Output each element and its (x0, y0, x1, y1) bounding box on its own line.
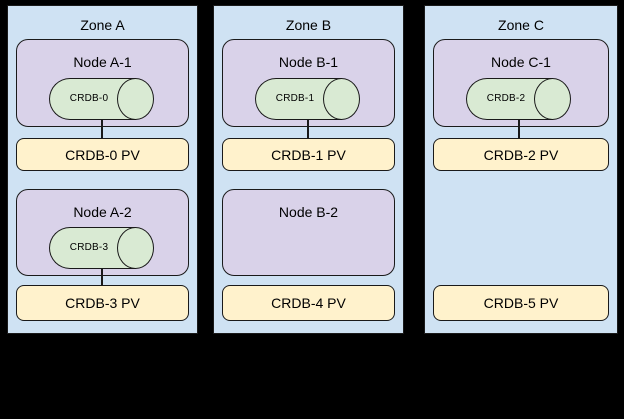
node-a-1-title: Node A-1 (73, 54, 132, 70)
node-b-2: Node B-2 (222, 189, 395, 276)
zone-a: Zone A Node A-1 CRDB-0 CRDB-0 PV Node A-… (7, 5, 198, 334)
crdb-1-pv-connector (307, 119, 309, 139)
crdb-3-label: CRDB-3 (69, 242, 109, 253)
crdb-2-cylinder: CRDB-2 (466, 78, 571, 120)
crdb-0-pv-connector (101, 119, 103, 139)
crdb-1-label: CRDB-1 (275, 93, 315, 104)
cylinder-cap (117, 78, 154, 120)
crdb-2-pv-label: CRDB-2 PV (483, 147, 559, 163)
crdb-4-pv-label: CRDB-4 PV (271, 295, 346, 311)
node-a-2-title: Node A-2 (73, 204, 132, 220)
node-c-1-title: Node C-1 (491, 54, 551, 70)
crdb-0-pv: CRDB-0 PV (16, 138, 189, 171)
zone-a-title: Zone A (80, 17, 125, 33)
cylinder-cap (323, 78, 360, 120)
crdb-0-label: CRDB-0 (69, 93, 109, 104)
node-b-2-title: Node B-2 (278, 204, 339, 220)
crdb-2-pv-connector (518, 119, 520, 139)
zone-c: Zone C Node C-1 CRDB-2 CRDB-2 PV CRDB-5 … (424, 5, 618, 334)
crdb-3-cylinder: CRDB-3 (49, 227, 154, 269)
cylinder-cap (117, 227, 154, 269)
crdb-3-pv-connector (101, 268, 103, 286)
cylinder-cap (534, 78, 571, 120)
crdb-3-pv-label: CRDB-3 PV (65, 295, 140, 311)
crdb-4-pv: CRDB-4 PV (222, 285, 395, 321)
crdb-5-pv-label: CRDB-5 PV (483, 295, 559, 311)
crdb-1-pv: CRDB-1 PV (222, 138, 395, 171)
crdb-0-cylinder: CRDB-0 (49, 78, 154, 120)
crdb-5-pv: CRDB-5 PV (433, 285, 609, 321)
crdb-1-cylinder: CRDB-1 (255, 78, 360, 120)
zone-b: Zone B Node B-1 CRDB-1 CRDB-1 PV Node B-… (213, 5, 404, 334)
crdb-3-pv: CRDB-3 PV (16, 285, 189, 321)
crdb-0-pv-label: CRDB-0 PV (65, 147, 140, 163)
crdb-1-pv-label: CRDB-1 PV (271, 147, 346, 163)
crdb-2-label: CRDB-2 (486, 93, 526, 104)
crdb-2-pv: CRDB-2 PV (433, 138, 609, 171)
node-b-1-title: Node B-1 (278, 54, 339, 70)
zone-b-title: Zone B (285, 17, 332, 33)
zone-c-title: Zone C (498, 17, 544, 33)
